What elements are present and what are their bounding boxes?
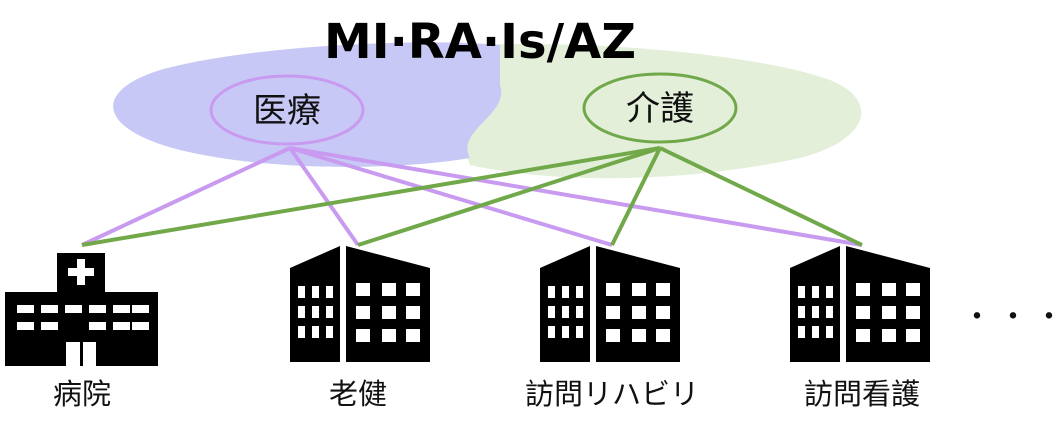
facility-label-hospital: 病院	[52, 377, 111, 411]
care-label: 介護	[626, 89, 694, 129]
hospital-icon	[5, 253, 158, 366]
facility-label-home-rehab: 訪問リハビリ	[524, 377, 699, 411]
care-region	[466, 44, 862, 179]
building-icon-home-rehab	[540, 246, 680, 362]
medical-to-home-nursing-line	[289, 146, 863, 247]
medical-to-home-rehab-line	[289, 146, 613, 247]
facility-label-home-nursing: 訪問看護	[803, 377, 920, 411]
medical-label: 医療	[253, 91, 321, 131]
building-icon-rouken	[290, 246, 430, 362]
care-to-home-rehab-line	[610, 147, 662, 246]
system-title: MI·RA·Is/AZ	[324, 14, 636, 70]
medical-to-rouken-line	[288, 146, 360, 247]
care-to-rouken-line	[357, 146, 661, 247]
more-facilities-ellipsis: ・・・	[962, 300, 1062, 335]
medical-connections	[81, 146, 863, 247]
care-connections	[81, 146, 863, 247]
building-icon-home-nursing	[790, 246, 930, 362]
care-to-hospital-line	[81, 146, 661, 247]
medical-to-hospital-line	[81, 146, 291, 247]
facility-label-rouken: 老健	[328, 377, 387, 411]
medical-node: 医療	[209, 74, 365, 146]
care-node: 介護	[582, 72, 738, 144]
medical-region	[113, 42, 502, 167]
care-to-home-nursing-line	[659, 146, 863, 247]
